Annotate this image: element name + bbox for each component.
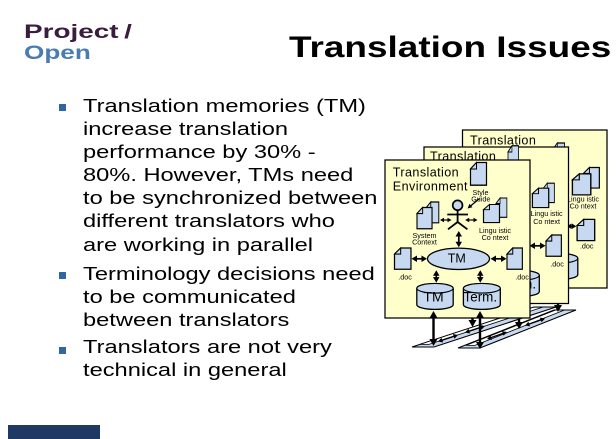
svg-text:.doc: .doc	[580, 242, 594, 251]
svg-text:Lingu istic: Lingu istic	[531, 209, 563, 218]
svg-text:Translation: Translation	[393, 165, 459, 179]
svg-text:Environment: Environment	[393, 180, 468, 194]
svg-text:Translation: Translation	[470, 134, 536, 148]
svg-text:Lingu istic: Lingu istic	[567, 195, 599, 204]
svg-text:.doc: .doc	[550, 259, 564, 268]
svg-text:Co ntext: Co ntext	[570, 201, 597, 210]
svg-text:Co ntext: Co ntext	[533, 217, 560, 226]
